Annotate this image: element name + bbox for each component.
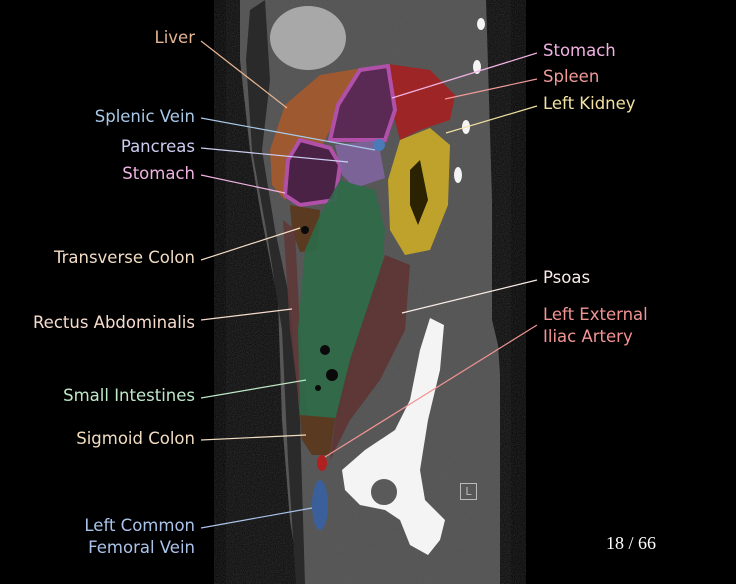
label-small-intestines: Small Intestines [63,386,195,405]
label-liver: Liver [154,28,195,47]
subcutaneous-fat [246,0,305,584]
pancreas-region [335,140,385,188]
label-left-kidney: Left Kidney [543,94,636,113]
kidney-sinus [410,160,428,225]
label-stomach-right: Stomach [543,41,616,60]
spleen-region [388,64,455,140]
left-common-femoral-vein-region [312,480,328,530]
label-spleen: Spleen [543,67,600,86]
left-external-iliac-artery-region [317,455,327,471]
label-stomach-left: Stomach [122,164,195,183]
leader-lines [200,40,538,529]
splenic-vein-region [373,139,385,151]
label-transverse-colon: Transverse Colon [53,248,195,267]
orientation-marker: L [460,483,477,500]
stomach-upper-region [327,63,398,142]
femoral-head [367,475,401,509]
slice-counter: 18 / 66 [606,533,657,553]
small-intestines-region [298,180,385,420]
heart [270,6,346,70]
label-sigmoid-colon: Sigmoid Colon [76,429,195,448]
label-psoas: Psoas [543,268,591,287]
psoas-region [330,255,410,460]
label-pancreas: Pancreas [120,137,195,156]
label-splenic-vein: Splenic Vein [94,107,195,126]
sigmoid-colon-region [300,415,335,455]
label-rectus-abdominalis: Rectus Abdominalis [32,313,195,332]
stomach-lower-region [282,137,343,208]
bowel-gas [301,226,338,391]
